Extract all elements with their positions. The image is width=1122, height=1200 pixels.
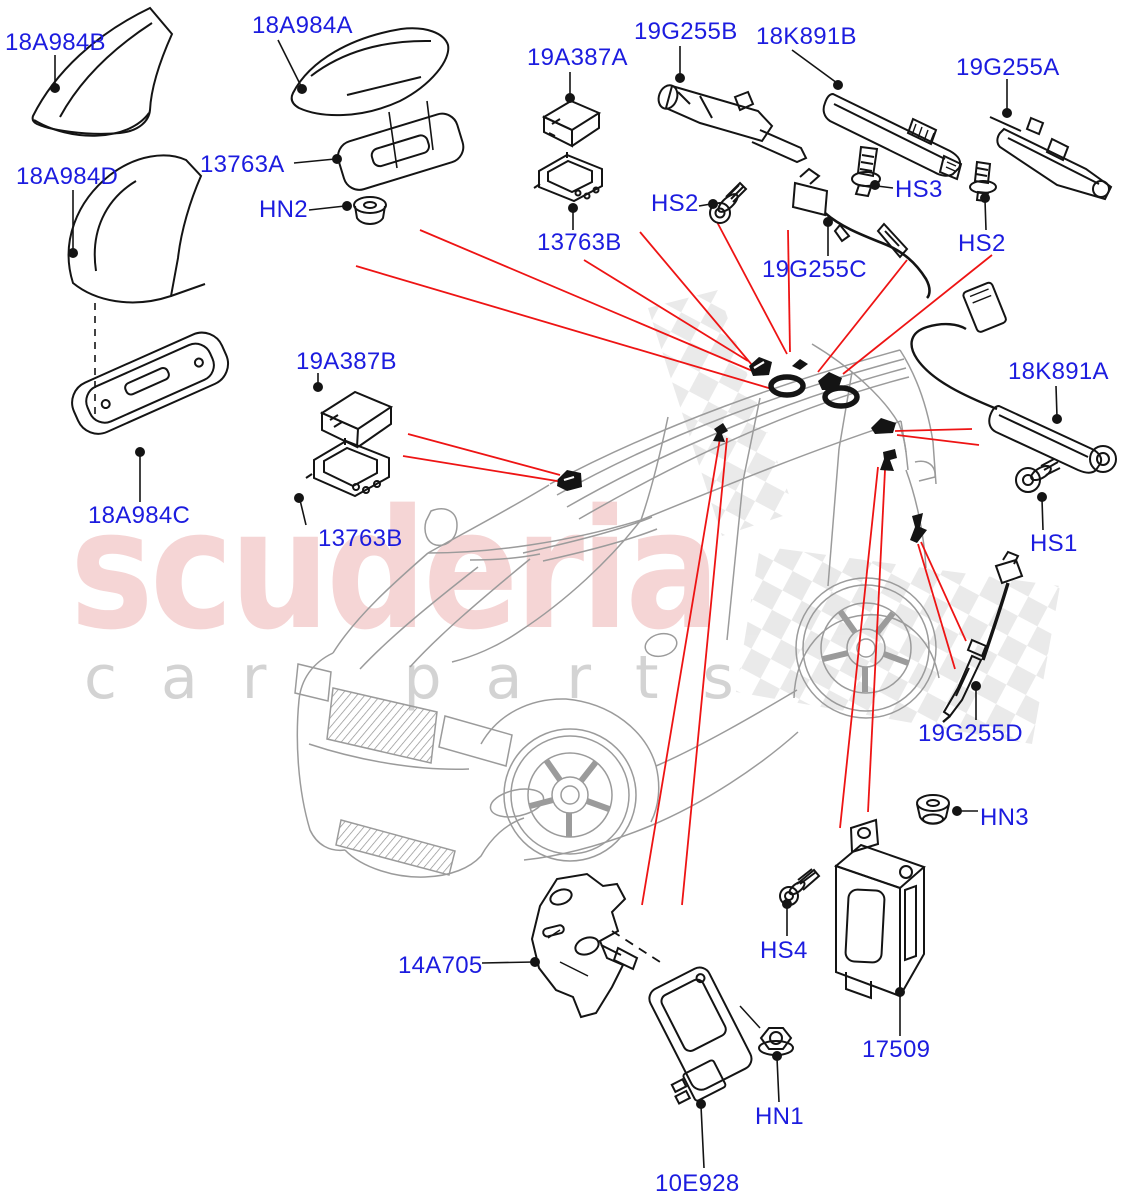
part-label-18A984C[interactable]: 18A984C xyxy=(88,502,191,529)
part-label-17509[interactable]: 17509 xyxy=(862,1036,931,1063)
antenna-fin-18A984D-drawing xyxy=(67,154,206,414)
screw-HS3-drawing xyxy=(851,145,881,198)
nut-HN1-drawing xyxy=(758,1027,794,1056)
module-17509-drawing xyxy=(834,818,926,1000)
bracket-13763B-upper-drawing xyxy=(533,152,603,203)
part-label-HS3[interactable]: HS3 xyxy=(895,176,943,203)
part-label-10E928[interactable]: 10E928 xyxy=(655,1170,740,1197)
part-label-18A984B[interactable]: 18A984B xyxy=(5,29,106,56)
part-label-18K891A[interactable]: 18K891A xyxy=(1008,358,1109,385)
checkered-flag-watermark xyxy=(648,290,1060,744)
part-label-14A705[interactable]: 14A705 xyxy=(398,952,483,979)
nut-HN2-drawing xyxy=(353,196,387,225)
harness-19G255C-drawing xyxy=(791,167,931,299)
part-label-HN1[interactable]: HN1 xyxy=(755,1103,804,1130)
grommet-HN3-drawing xyxy=(916,794,950,825)
roof-mount-points xyxy=(557,357,927,543)
screw-HS1-drawing xyxy=(1015,458,1061,493)
antenna-18K891A-drawing xyxy=(910,281,1117,474)
screw-HS2-upper-drawing xyxy=(709,181,748,224)
part-label-19G255B[interactable]: 19G255B xyxy=(634,18,738,45)
part-label-HS1[interactable]: HS1 xyxy=(1030,530,1078,557)
part-label-19G255C[interactable]: 19G255C xyxy=(762,256,867,283)
part-label-19A387A[interactable]: 19A387A xyxy=(527,44,628,71)
antenna-fin-18A984A-drawing xyxy=(290,27,450,169)
bracket-19G255B-drawing xyxy=(657,84,808,164)
part-label-18A984A[interactable]: 18A984A xyxy=(252,12,353,39)
watermark-brand: scuderia xyxy=(70,474,720,666)
whip-antenna-19G255D-drawing xyxy=(942,550,1024,723)
part-label-HN2[interactable]: HN2 xyxy=(259,196,308,223)
bracket-14A705-drawing xyxy=(530,872,661,1019)
part-label-13763A[interactable]: 13763A xyxy=(200,151,285,178)
part-label-13763B-mid[interactable]: 13763B xyxy=(318,525,403,552)
vehicle-drawing xyxy=(294,343,940,878)
part-label-19G255D[interactable]: 19G255D xyxy=(918,720,1023,747)
part-label-HS2-upper[interactable]: HS2 xyxy=(651,190,699,217)
part-drawings xyxy=(31,6,1117,1105)
module-19A387B-drawing xyxy=(319,390,394,449)
part-label-HN3[interactable]: HN3 xyxy=(980,804,1029,831)
part-label-19A387B[interactable]: 19A387B xyxy=(296,348,397,375)
location-callout-lines xyxy=(355,221,993,906)
antenna-18K891B-drawing xyxy=(822,92,963,181)
part-label-HS4[interactable]: HS4 xyxy=(760,937,808,964)
part-label-18A984D[interactable]: 18A984D xyxy=(16,163,119,190)
front-wheel xyxy=(503,728,637,862)
bracket-13763B-mid-drawing xyxy=(305,438,390,498)
antenna-base-18A984C-drawing xyxy=(71,331,229,435)
antenna-fin-18A984B-drawing xyxy=(31,6,174,137)
part-label-19G255A[interactable]: 19G255A xyxy=(956,54,1060,81)
part-label-13763B-upper[interactable]: 13763B xyxy=(537,229,622,256)
gasket-13763A-drawing xyxy=(337,112,465,191)
module-10E928-drawing xyxy=(648,966,761,1105)
module-19A387A-drawing xyxy=(541,99,602,148)
part-label-18K891B[interactable]: 18K891B xyxy=(756,23,857,50)
part-label-HS2-right[interactable]: HS2 xyxy=(958,230,1006,257)
callout-leaders xyxy=(49,39,1063,1169)
watermark-tagline: car parts xyxy=(84,643,778,713)
bracket-19G255A-drawing xyxy=(989,116,1113,201)
